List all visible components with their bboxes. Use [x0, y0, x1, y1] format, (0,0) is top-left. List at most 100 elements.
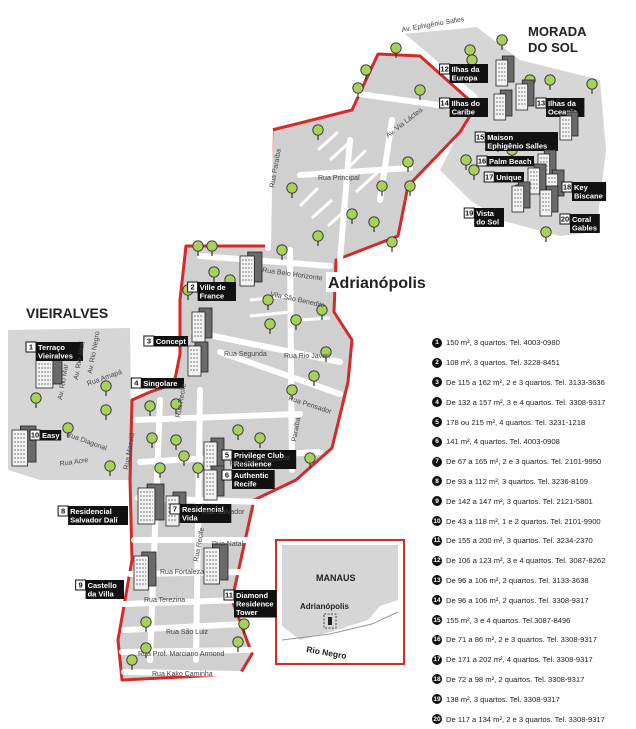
- legend-number: 18: [432, 674, 442, 685]
- building-name: Maison: [487, 133, 513, 142]
- building-number: 5: [225, 451, 229, 460]
- building-number: 12: [440, 65, 448, 74]
- building-icon: [203, 465, 225, 501]
- tree-icon: [316, 304, 328, 320]
- building-name: Singolare: [143, 379, 177, 388]
- building-icon: [239, 251, 263, 287]
- tree-icon: [140, 616, 152, 632]
- building-icon: [539, 185, 559, 217]
- tree-icon: [170, 398, 182, 414]
- street-sao-luiz: Rua São Luiz: [166, 629, 209, 636]
- tree-icon: [254, 432, 266, 448]
- building-number: 4: [134, 379, 139, 388]
- building-icon: [527, 163, 547, 195]
- building-name: Residence: [236, 600, 274, 609]
- building-number: 10: [31, 431, 39, 440]
- building-name: France: [200, 292, 225, 301]
- street-acre: Rua Acre: [59, 457, 89, 468]
- legend-number: 14: [432, 595, 442, 606]
- tree-icon: [206, 240, 218, 256]
- tree-icon: [238, 618, 250, 634]
- building-number: 9: [79, 581, 83, 590]
- building-name: Coral: [572, 215, 591, 224]
- legend-number: 11: [432, 535, 442, 546]
- tree-icon: [192, 240, 204, 256]
- tree-icon: [208, 266, 220, 282]
- tree-icon: [360, 64, 372, 80]
- tree-icon: [312, 230, 324, 246]
- building-number: 3: [147, 337, 151, 346]
- building-name: Privilege Club: [234, 451, 284, 460]
- legend-text: 150 m², 3 quartos. Tel. 4003-0980: [446, 338, 560, 348]
- legend-number: 17: [432, 654, 442, 665]
- tree-icon: [460, 154, 472, 170]
- tree-icon: [62, 422, 74, 438]
- building-name: Vista: [476, 209, 495, 218]
- building-name: Terraço: [38, 343, 65, 352]
- legend-text: De 43 a 118 m², 1 e 2 quartos. Tel. 2101…: [446, 516, 601, 526]
- building-icon: [511, 181, 531, 213]
- building-number: 18: [563, 183, 571, 192]
- building-name: Key: [574, 183, 589, 192]
- building-name: Ville de: [200, 283, 226, 292]
- legend-number: 9: [432, 496, 442, 507]
- building-number: 19: [465, 209, 473, 218]
- building-name: Recife: [234, 480, 257, 489]
- legend-text: De 117 a 134 m², 2 e 3 quartos. Tel. 330…: [446, 714, 605, 724]
- building-name: Caribe: [452, 108, 475, 117]
- ephigenio-road: [391, 16, 602, 73]
- building-name: Authentic: [234, 471, 269, 480]
- building-name: do Sol: [476, 218, 499, 227]
- adrianopolis-label-bg: [326, 272, 440, 292]
- building-name: Residencial: [182, 505, 224, 514]
- building-name: da Villa: [88, 590, 115, 599]
- building-icon: [493, 89, 513, 121]
- building-number: 17: [485, 173, 493, 182]
- tree-icon: [304, 452, 316, 468]
- legend-number: 20: [432, 714, 442, 725]
- building-name: Unique: [496, 173, 521, 182]
- legend-text: De 96 a 106 m², 2 quartos. Tel. 3308-931…: [446, 595, 589, 605]
- street-natal: Rua Natal: [212, 541, 244, 548]
- legend-text: De 67 a 165 m², 2 e 3 quartos. Tel. 2101…: [446, 457, 602, 467]
- legend-number: 13: [432, 575, 442, 586]
- building-number: 20: [561, 215, 569, 224]
- tree-icon: [544, 74, 556, 90]
- building-name: Residencial: [70, 507, 112, 516]
- building-number: 6: [225, 471, 229, 480]
- building-number: 1: [29, 343, 33, 352]
- legend-number: 12: [432, 555, 442, 566]
- building-name: Concept: [156, 337, 187, 346]
- street-rio-javari: Rua Rio Javari: [284, 353, 330, 360]
- street-kako: Rua Kako Caminha: [152, 671, 213, 678]
- tree-icon: [264, 318, 276, 334]
- tree-icon: [346, 208, 358, 224]
- street-terezina: Rua Terezina: [144, 597, 185, 604]
- street-marciano: Rua Prof. Marciano Armond: [138, 651, 224, 658]
- building-icon: [203, 543, 229, 585]
- building-name: Ilhas da: [452, 65, 481, 74]
- inset-manaus-label: MANAUS: [316, 573, 356, 583]
- area-morada-line2: DO SOL: [528, 40, 578, 55]
- inset-map: MANAUS Adrianópolis Rio Negro: [275, 539, 405, 665]
- building-name: Vida: [182, 514, 199, 523]
- building-icon: [495, 55, 515, 87]
- building-name: Europa: [452, 74, 479, 83]
